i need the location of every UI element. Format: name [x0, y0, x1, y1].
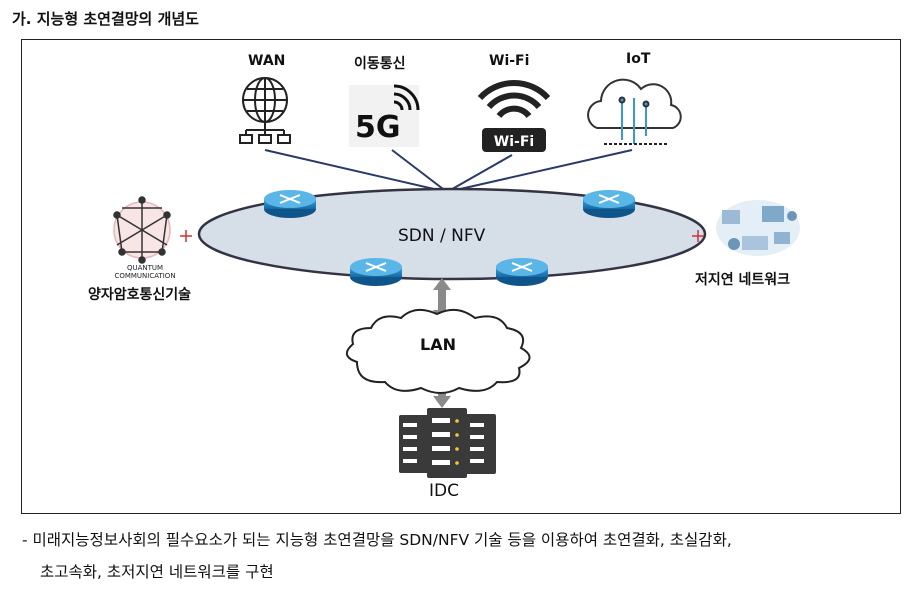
router-icon — [264, 190, 316, 218]
diagram-canvas: 5G Wi-Fi — [113, 77, 800, 478]
link-lines — [264, 149, 633, 193]
description-line: - 미래지능정보사회의 필수요소가 되는 지능형 초연결망을 SDN/NFV 기… — [22, 531, 732, 549]
wan-label: WAN — [248, 53, 286, 69]
server-rack-icon — [399, 408, 496, 478]
description: - 미래지능정보사회의 필수요소가 되는 지능형 초연결망을 SDN/NFV 기… — [22, 524, 892, 588]
description-line: 초고속화, 초저지연 네트워크를 구현 — [40, 563, 274, 581]
quantum-logo-text: QUANTUM — [127, 264, 163, 272]
globe-network-icon — [239, 77, 291, 144]
quantum-label: 양자암호통신기술 — [88, 287, 192, 303]
router-icon — [583, 190, 635, 218]
quantum-network-icon — [113, 196, 192, 264]
mobile-label: 이동통신 — [354, 56, 406, 72]
svg-text:5G: 5G — [355, 110, 401, 145]
router-icon — [350, 258, 402, 286]
low-latency-label: 저지연 네트워크 — [695, 272, 791, 288]
iot-label: IoT — [626, 51, 651, 67]
concept-diagram: 5G Wi-Fi — [21, 39, 901, 514]
lan-label: LAN — [420, 335, 456, 354]
router-icon — [496, 258, 548, 286]
5g-icon: 5G — [349, 84, 420, 147]
svg-text:Wi-Fi: Wi-Fi — [494, 134, 534, 150]
lan-cloud — [346, 308, 531, 394]
wifi-icon: Wi-Fi — [477, 79, 551, 152]
quantum-logo-text: COMMUNICATION — [114, 272, 175, 280]
sdn-nfv-ellipse — [197, 187, 707, 281]
core-label: SDN / NFV — [398, 226, 486, 246]
wifi-label: Wi-Fi — [489, 53, 530, 69]
page-title: 가. 지능형 초연결망의 개념도 — [12, 10, 199, 28]
iot-cloud-icon — [587, 78, 682, 145]
idc-label: IDC — [429, 481, 459, 501]
low-latency-network-icon — [692, 200, 800, 256]
